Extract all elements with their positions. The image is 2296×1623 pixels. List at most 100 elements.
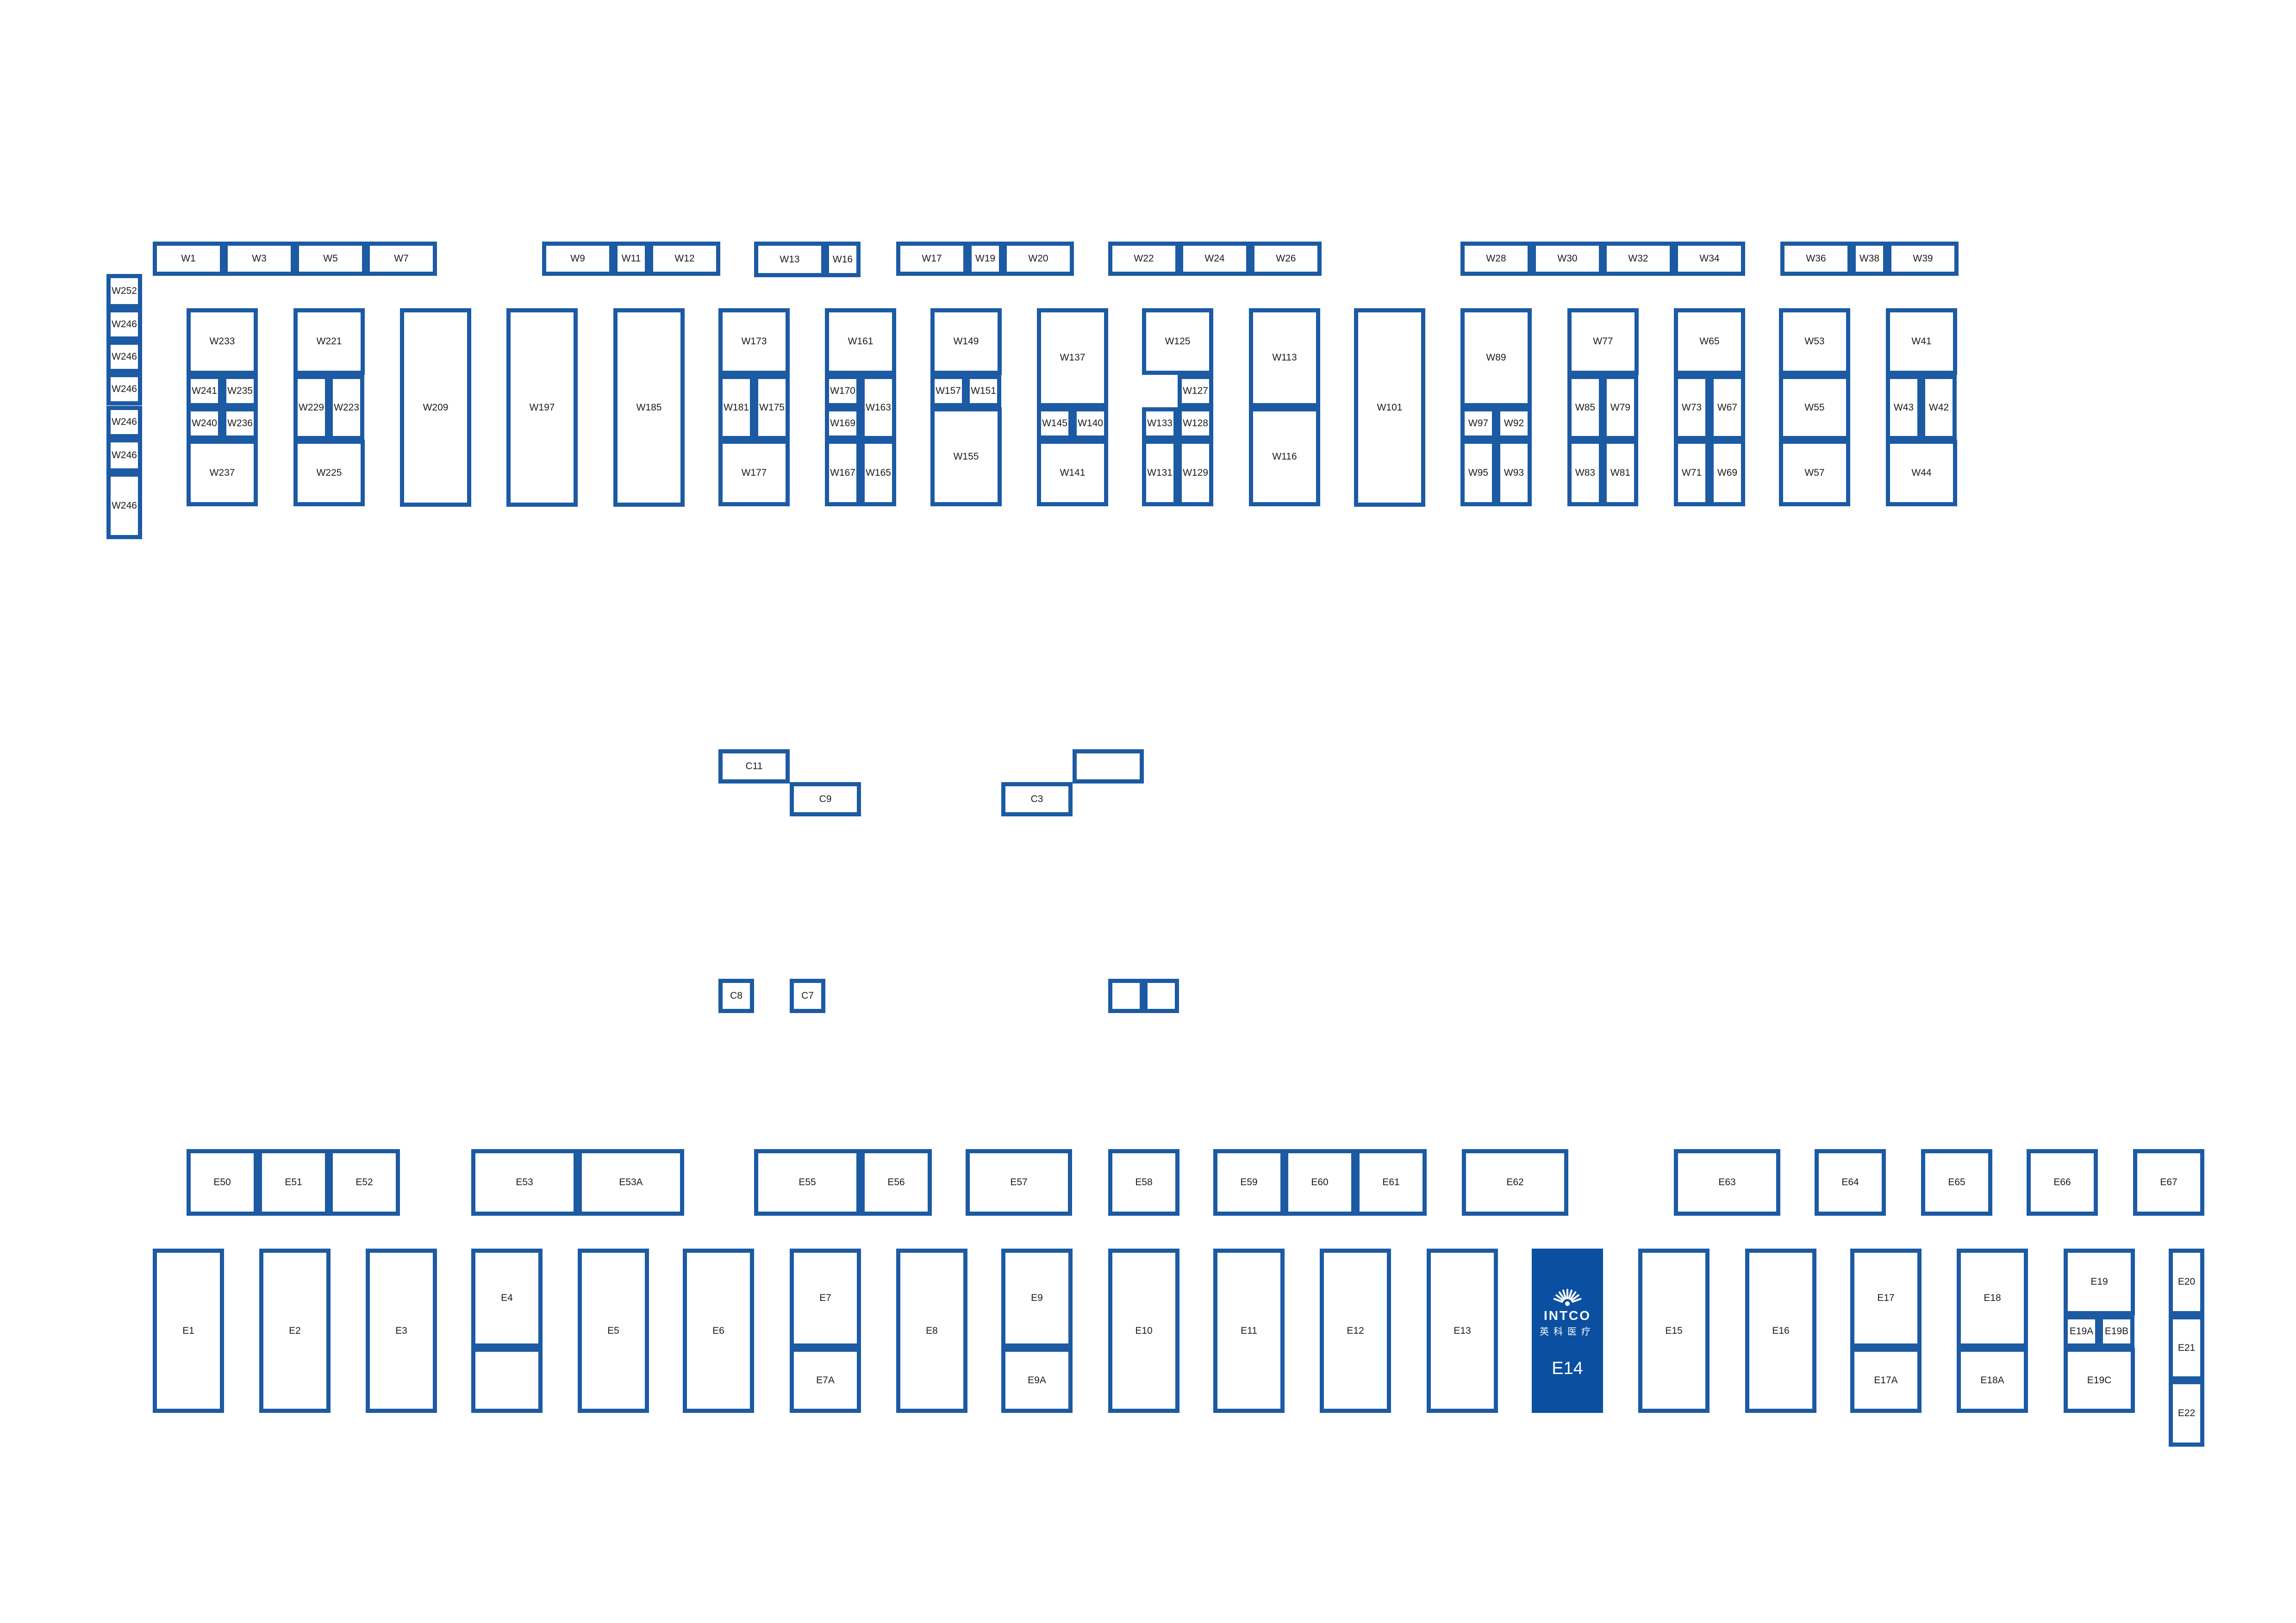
- booth-w246[interactable]: W246: [106, 438, 142, 473]
- booth-w157[interactable]: W157: [930, 375, 966, 407]
- booth-e4[interactable]: E4: [471, 1249, 543, 1348]
- booth-e63[interactable]: E63: [1674, 1149, 1780, 1216]
- booth-e6[interactable]: E6: [683, 1249, 754, 1413]
- booth-w41[interactable]: W41: [1886, 308, 1957, 375]
- booth-w53[interactable]: W53: [1779, 308, 1850, 375]
- booth-w92[interactable]: W92: [1496, 407, 1532, 440]
- booth-e64[interactable]: E64: [1815, 1149, 1886, 1216]
- booth-w185[interactable]: W185: [613, 308, 685, 507]
- booth-e65[interactable]: E65: [1921, 1149, 1992, 1216]
- booth-w73[interactable]: W73: [1674, 375, 1710, 440]
- booth-e56[interactable]: E56: [861, 1149, 932, 1216]
- booth-w175[interactable]: W175: [754, 375, 790, 440]
- booth-e17a[interactable]: E17A: [1850, 1348, 1922, 1413]
- booth-unlabeled[interactable]: [1073, 749, 1144, 784]
- booth-w225[interactable]: W225: [293, 440, 365, 506]
- booth-w20[interactable]: W20: [1003, 242, 1074, 276]
- booth-e19c[interactable]: E19C: [2064, 1348, 2135, 1413]
- booth-w240[interactable]: W240: [187, 407, 222, 440]
- booth-w137[interactable]: W137: [1037, 308, 1108, 407]
- booth-e53a[interactable]: E53A: [578, 1149, 684, 1216]
- booth-c7[interactable]: C7: [790, 979, 825, 1013]
- booth-w24[interactable]: W24: [1179, 242, 1250, 276]
- booth-w30[interactable]: W30: [1532, 242, 1603, 276]
- booth-e9[interactable]: E9: [1001, 1249, 1073, 1348]
- booth-w237[interactable]: W237: [187, 440, 258, 506]
- booth-e11[interactable]: E11: [1213, 1249, 1285, 1413]
- booth-e19b[interactable]: E19B: [2099, 1315, 2134, 1348]
- booth-w181[interactable]: W181: [718, 375, 754, 440]
- booth-w131[interactable]: W131: [1142, 440, 1178, 506]
- booth-w13[interactable]: W13: [754, 242, 825, 277]
- booth-w246[interactable]: W246: [106, 308, 142, 341]
- booth-e61[interactable]: E61: [1355, 1149, 1427, 1216]
- booth-w32[interactable]: W32: [1603, 242, 1674, 276]
- booth-w165[interactable]: W165: [861, 440, 896, 506]
- booth-w39[interactable]: W39: [1887, 242, 1959, 276]
- booth-w151[interactable]: W151: [966, 375, 1001, 407]
- booth-w197[interactable]: W197: [506, 308, 578, 507]
- booth-w16[interactable]: W16: [825, 242, 861, 277]
- booth-w128[interactable]: W128: [1178, 407, 1213, 440]
- booth-e22[interactable]: E22: [2169, 1380, 2204, 1447]
- booth-w42[interactable]: W42: [1921, 375, 1957, 440]
- booth-w223[interactable]: W223: [329, 375, 364, 440]
- booth-w170[interactable]: W170: [825, 375, 861, 407]
- booth-w26[interactable]: W26: [1250, 242, 1322, 276]
- booth-e16[interactable]: E16: [1745, 1249, 1816, 1413]
- booth-w169[interactable]: W169: [825, 407, 861, 440]
- booth-e55[interactable]: E55: [754, 1149, 861, 1216]
- booth-w85[interactable]: W85: [1567, 375, 1603, 440]
- booth-e67[interactable]: E67: [2133, 1149, 2204, 1216]
- booth-w69[interactable]: W69: [1710, 440, 1745, 506]
- booth-w133[interactable]: W133: [1142, 407, 1178, 440]
- booth-e60[interactable]: E60: [1284, 1149, 1355, 1216]
- booth-c9[interactable]: C9: [790, 782, 861, 816]
- booth-unlabeled[interactable]: [471, 1348, 543, 1413]
- booth-w101[interactable]: W101: [1354, 308, 1425, 507]
- booth-e7[interactable]: E7: [790, 1249, 861, 1348]
- booth-w141[interactable]: W141: [1037, 440, 1108, 506]
- booth-c11[interactable]: C11: [718, 749, 790, 784]
- booth-w116[interactable]: W116: [1249, 407, 1320, 506]
- booth-e57[interactable]: E57: [966, 1149, 1072, 1216]
- booth-w17[interactable]: W17: [896, 242, 967, 276]
- booth-w57[interactable]: W57: [1779, 440, 1850, 506]
- booth-e19a[interactable]: E19A: [2064, 1315, 2099, 1348]
- booth-w236[interactable]: W236: [222, 407, 258, 440]
- booth-w97[interactable]: W97: [1460, 407, 1496, 440]
- booth-w129[interactable]: W129: [1178, 440, 1213, 506]
- booth-e51[interactable]: E51: [258, 1149, 329, 1216]
- booth-e13[interactable]: E13: [1427, 1249, 1498, 1413]
- booth-w93[interactable]: W93: [1496, 440, 1532, 506]
- booth-w65[interactable]: W65: [1674, 308, 1745, 375]
- booth-w177[interactable]: W177: [718, 440, 790, 506]
- booth-e58[interactable]: E58: [1108, 1149, 1179, 1216]
- booth-w11[interactable]: W11: [613, 242, 649, 276]
- booth-w209[interactable]: W209: [400, 308, 471, 507]
- booth-e53[interactable]: E53: [471, 1149, 578, 1216]
- booth-e8[interactable]: E8: [896, 1249, 967, 1413]
- booth-e18[interactable]: E18: [1957, 1249, 2028, 1348]
- booth-w127[interactable]: W127: [1178, 375, 1213, 407]
- booth-e52[interactable]: E52: [329, 1149, 400, 1216]
- booth-w38[interactable]: W38: [1852, 242, 1887, 276]
- booth-e18a[interactable]: E18A: [1957, 1348, 2028, 1413]
- booth-e20[interactable]: E20: [2169, 1249, 2204, 1315]
- booth-w95[interactable]: W95: [1460, 440, 1496, 506]
- booth-e19[interactable]: E19: [2064, 1249, 2135, 1315]
- booth-w71[interactable]: W71: [1674, 440, 1710, 506]
- booth-e21[interactable]: E21: [2169, 1315, 2204, 1380]
- booth-w155[interactable]: W155: [930, 407, 1002, 506]
- booth-w167[interactable]: W167: [825, 440, 861, 506]
- booth-e15[interactable]: E15: [1638, 1249, 1710, 1413]
- booth-w125[interactable]: W125: [1142, 308, 1213, 375]
- booth-c8[interactable]: C8: [718, 979, 754, 1013]
- booth-w81[interactable]: W81: [1603, 440, 1638, 506]
- booth-w12[interactable]: W12: [649, 242, 720, 276]
- booth-w34[interactable]: W34: [1674, 242, 1745, 276]
- booth-e1[interactable]: E1: [153, 1249, 224, 1413]
- booth-w140[interactable]: W140: [1073, 407, 1108, 440]
- booth-w246[interactable]: W246: [106, 341, 142, 373]
- booth-e2[interactable]: E2: [259, 1249, 331, 1413]
